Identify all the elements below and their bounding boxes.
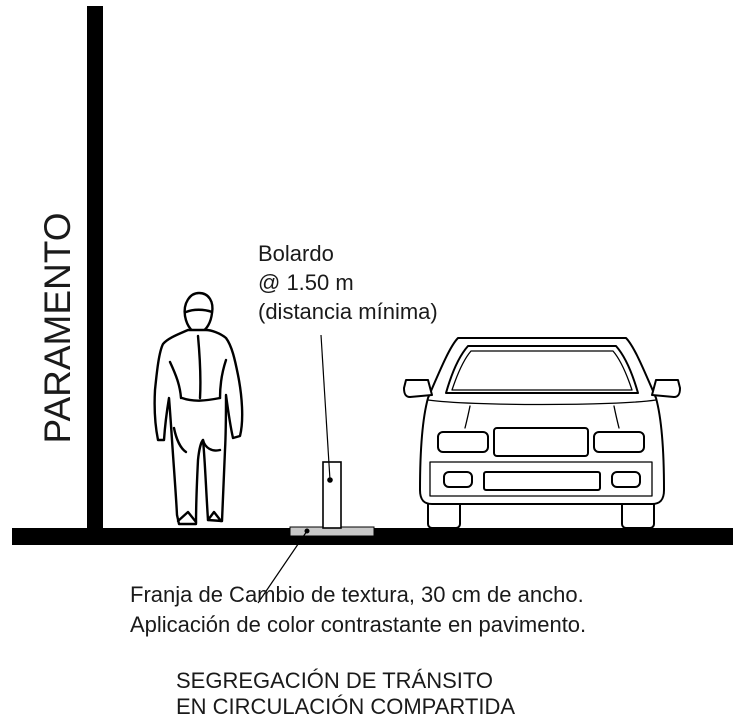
bollard-icon [322,461,342,529]
wall-label: PARAMENTO [37,213,78,444]
strip-leader-line [257,530,308,604]
bollard-label-line-3: (distancia mínima) [258,299,438,324]
bollard-label-line-2: @ 1.50 m [258,270,354,295]
strip-label-line-2: Aplicación de color contrastante en pavi… [130,612,586,637]
bollard-label-line-1: Bolardo [258,241,334,266]
pedestrian-icon [153,291,244,526]
bollard-leader-line [320,334,331,481]
strip-label-line-1: Franja de Cambio de textura, 30 cm de an… [130,582,584,607]
caption-line-2: EN CIRCULACIÓN COMPARTIDA [176,694,515,719]
car-icon [403,337,681,529]
wall [87,6,103,530]
caption-line-1: SEGREGACIÓN DE TRÁNSITO [176,668,493,693]
